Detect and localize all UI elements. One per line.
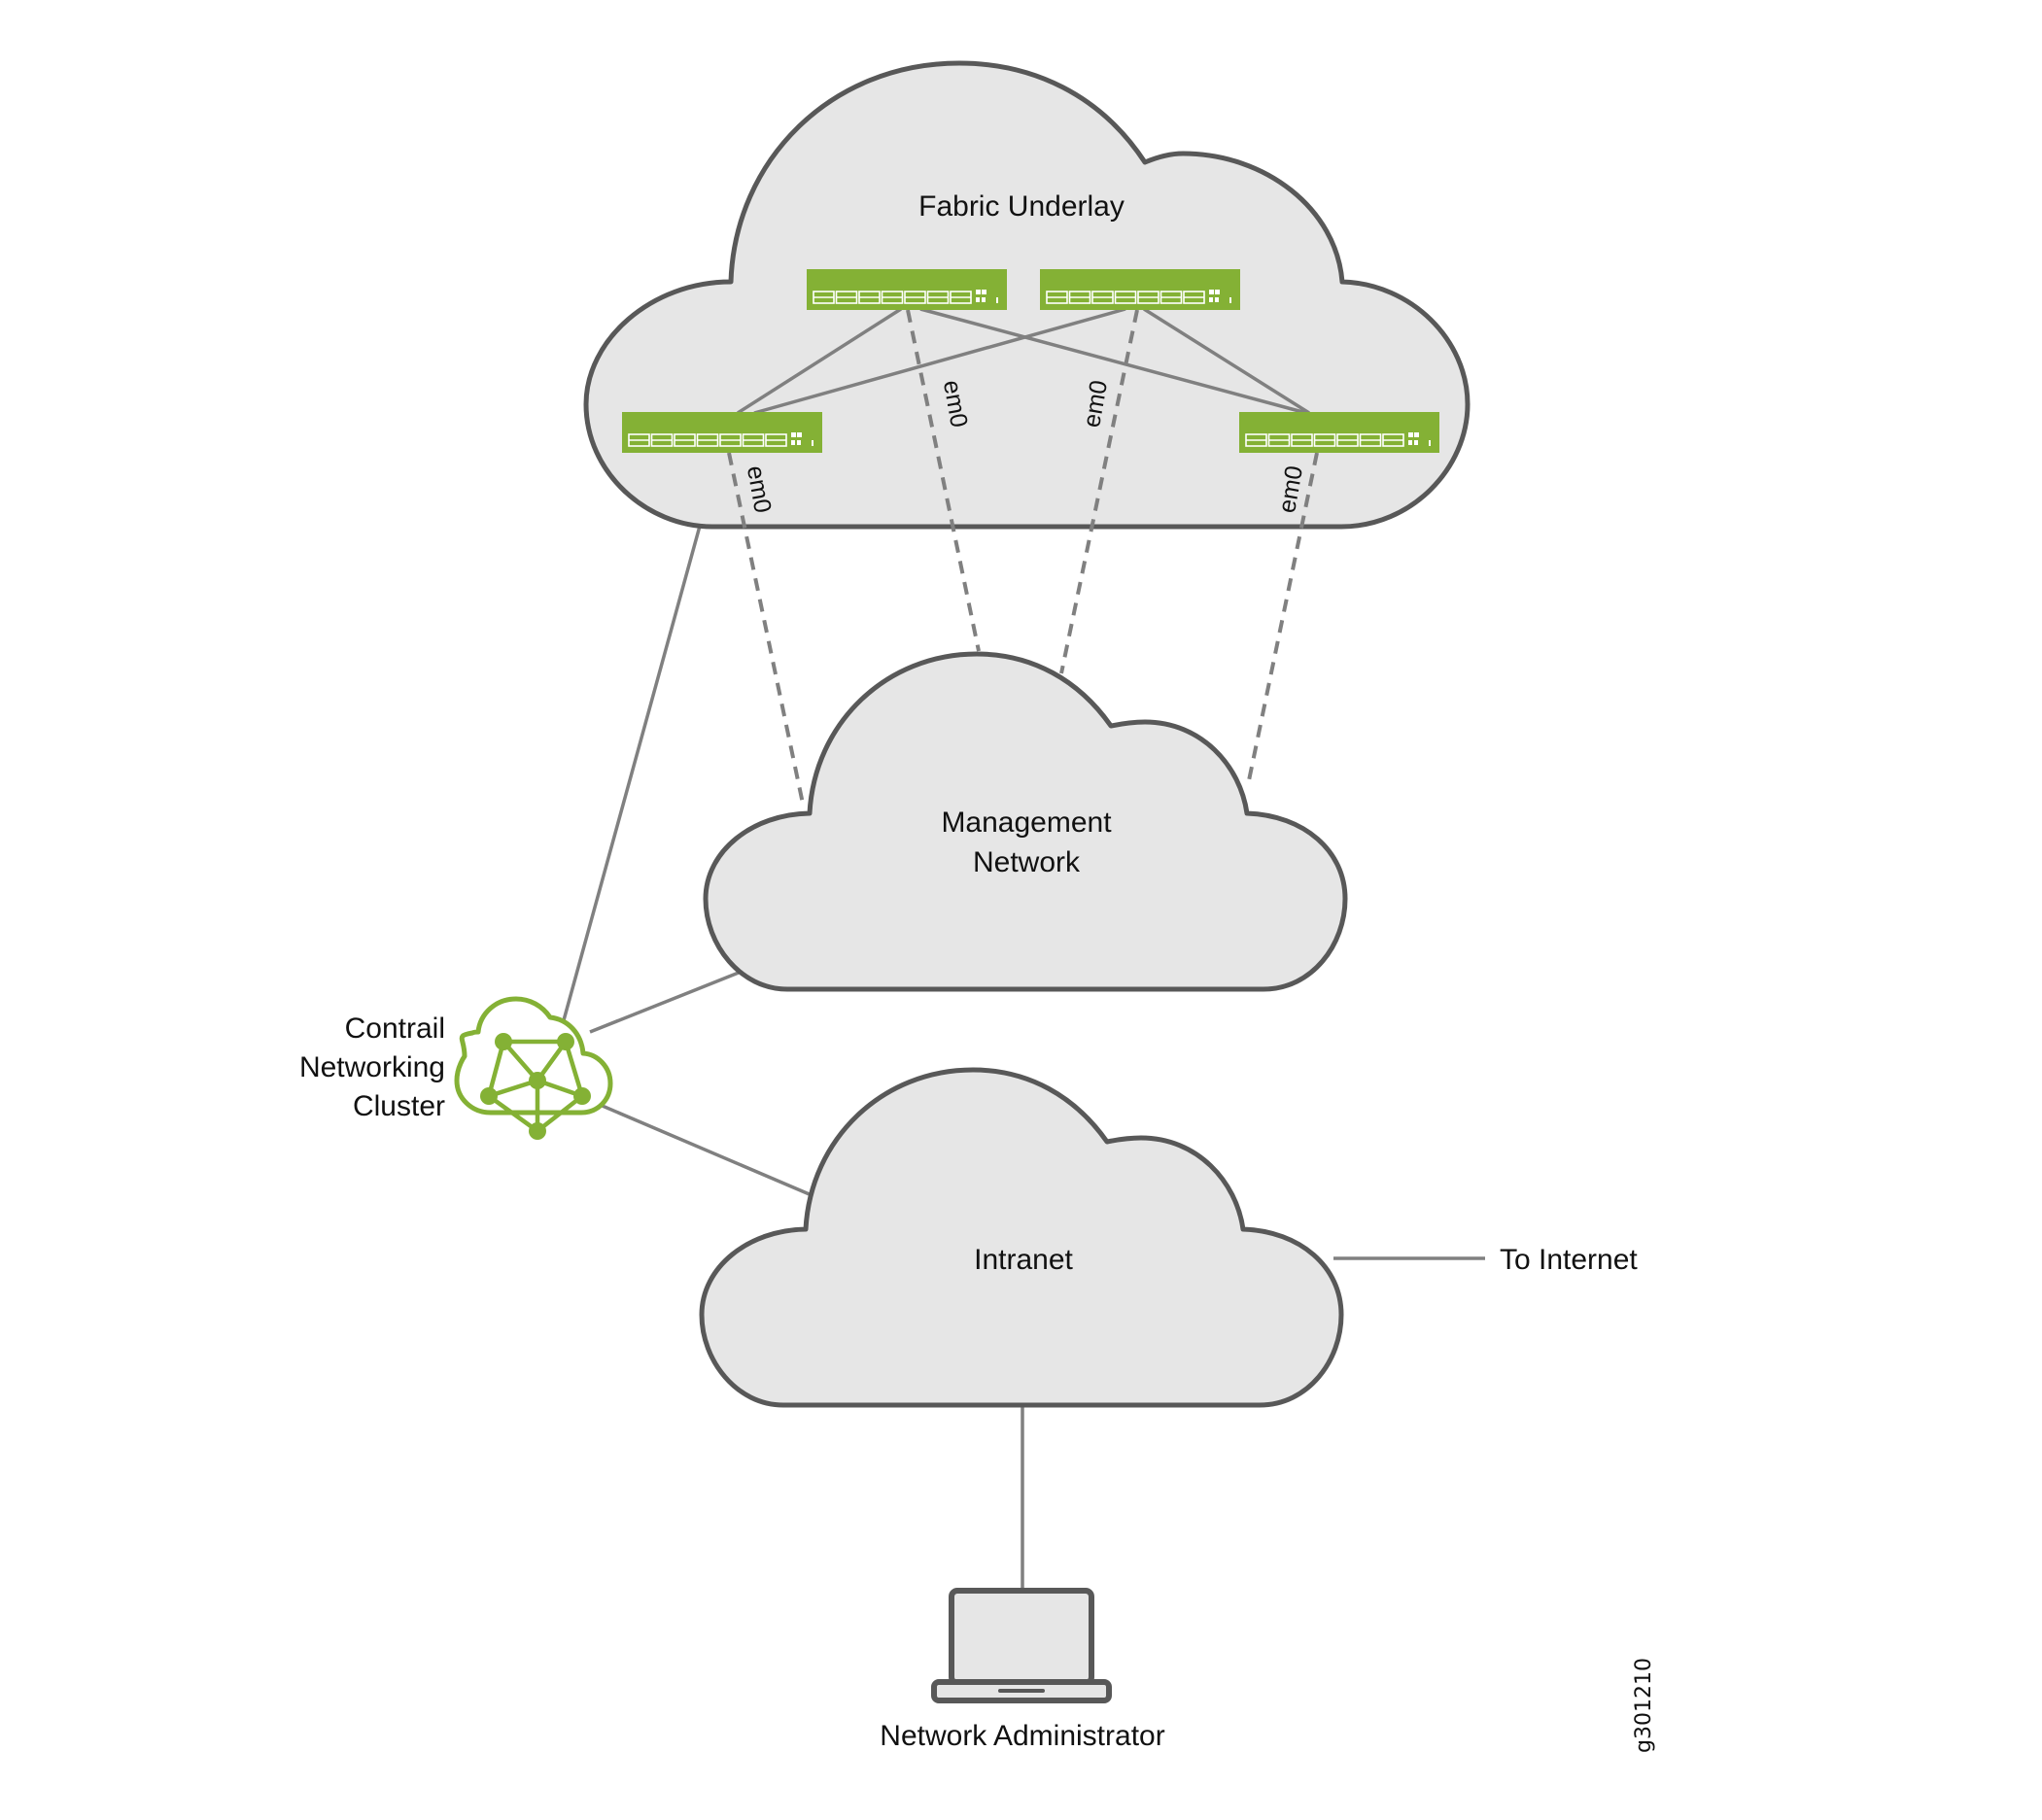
- switch-led: [976, 297, 980, 302]
- network-administrator[interactable]: Network Administrator: [880, 1588, 1165, 1752]
- laptop-trackpad: [998, 1689, 1045, 1693]
- mesh-edge: [486, 1041, 506, 1097]
- switch-led: [982, 290, 986, 294]
- mesh-node: [495, 1033, 512, 1050]
- switch-led: [1209, 297, 1213, 302]
- contrail-label-line2: Networking: [299, 1051, 445, 1083]
- switch-led: [812, 440, 813, 446]
- management-label-line2: Network: [973, 846, 1081, 878]
- link-spine2-leaf2: [1143, 307, 1310, 415]
- management-network-cloud: Management Network: [703, 651, 1348, 992]
- intranet-label: Intranet: [974, 1244, 1073, 1276]
- fabric-cloud-shape: [583, 60, 1471, 530]
- switch-led: [797, 432, 802, 437]
- management-label-line1: Management: [941, 807, 1112, 839]
- management-cloud-shape: [703, 651, 1348, 992]
- em0-link-spine2: [1059, 309, 1139, 674]
- switch-led: [1215, 297, 1219, 302]
- link-contrail-to-management: [589, 969, 744, 1034]
- link-leaf1-to-contrail: [562, 451, 722, 1021]
- em0-link-leaf1: [727, 452, 805, 805]
- mesh-node: [573, 1087, 591, 1105]
- fabric-underlay-label: Fabric Underlay: [918, 190, 1125, 223]
- spine-switch-2[interactable]: [1040, 269, 1240, 310]
- mesh-node: [529, 1072, 546, 1089]
- contrail-cloud-mesh-icon: [454, 996, 613, 1140]
- switch-led: [1209, 290, 1214, 294]
- switch-led: [996, 297, 998, 303]
- switch-led: [982, 297, 986, 302]
- switch-led: [1408, 432, 1413, 437]
- switch-led: [797, 440, 801, 445]
- to-internet-label: To Internet: [1500, 1244, 1638, 1276]
- contrail-label-line3: Cluster: [353, 1090, 445, 1122]
- switch-led: [1429, 440, 1431, 446]
- leaf-switch-1[interactable]: [622, 412, 822, 453]
- link-contrail-to-intranet: [590, 1099, 819, 1200]
- em0-link-leaf2: [1246, 452, 1319, 786]
- switch-led: [1215, 290, 1220, 294]
- laptop-icon: [931, 1588, 1112, 1703]
- link-spine1-leaf1: [737, 307, 902, 415]
- mesh-edge: [563, 1041, 585, 1097]
- em0-link-spine1: [906, 309, 981, 652]
- contrail-label-line1: Contrail: [345, 1013, 445, 1045]
- contrail-cloud-outline: [454, 996, 613, 1116]
- mesh-edge: [536, 1094, 584, 1133]
- mesh-node: [480, 1087, 498, 1105]
- switch-led: [1229, 297, 1231, 303]
- connectors: [562, 451, 1485, 1590]
- switch-led: [1414, 440, 1418, 445]
- mesh-node: [529, 1122, 546, 1140]
- switch-led: [1414, 432, 1419, 437]
- link-spine2-leaf1: [753, 307, 1126, 415]
- network-administrator-label: Network Administrator: [880, 1720, 1164, 1752]
- intranet-cloud-shape: [699, 1067, 1344, 1408]
- contrail-cluster[interactable]: Contrail Networking Cluster: [299, 996, 613, 1140]
- laptop-screen: [949, 1588, 1094, 1686]
- mesh-node: [557, 1033, 574, 1050]
- fabric-links: [737, 307, 1310, 415]
- link-spine1-leaf2: [919, 307, 1307, 415]
- leaf-switch-2[interactable]: [1239, 412, 1439, 453]
- figure-id: g301210: [1632, 1658, 1656, 1753]
- switch-led: [791, 432, 796, 437]
- intranet-cloud: Intranet: [699, 1067, 1344, 1408]
- mesh-edge: [487, 1094, 539, 1133]
- contrail-mesh: [480, 1033, 591, 1140]
- spine-switch-1[interactable]: [807, 269, 1007, 310]
- switches: [622, 269, 1439, 453]
- switch-led: [976, 290, 981, 294]
- switch-led: [791, 440, 795, 445]
- fabric-underlay-cloud: Fabric Underlay: [583, 60, 1471, 530]
- switch-led: [1408, 440, 1412, 445]
